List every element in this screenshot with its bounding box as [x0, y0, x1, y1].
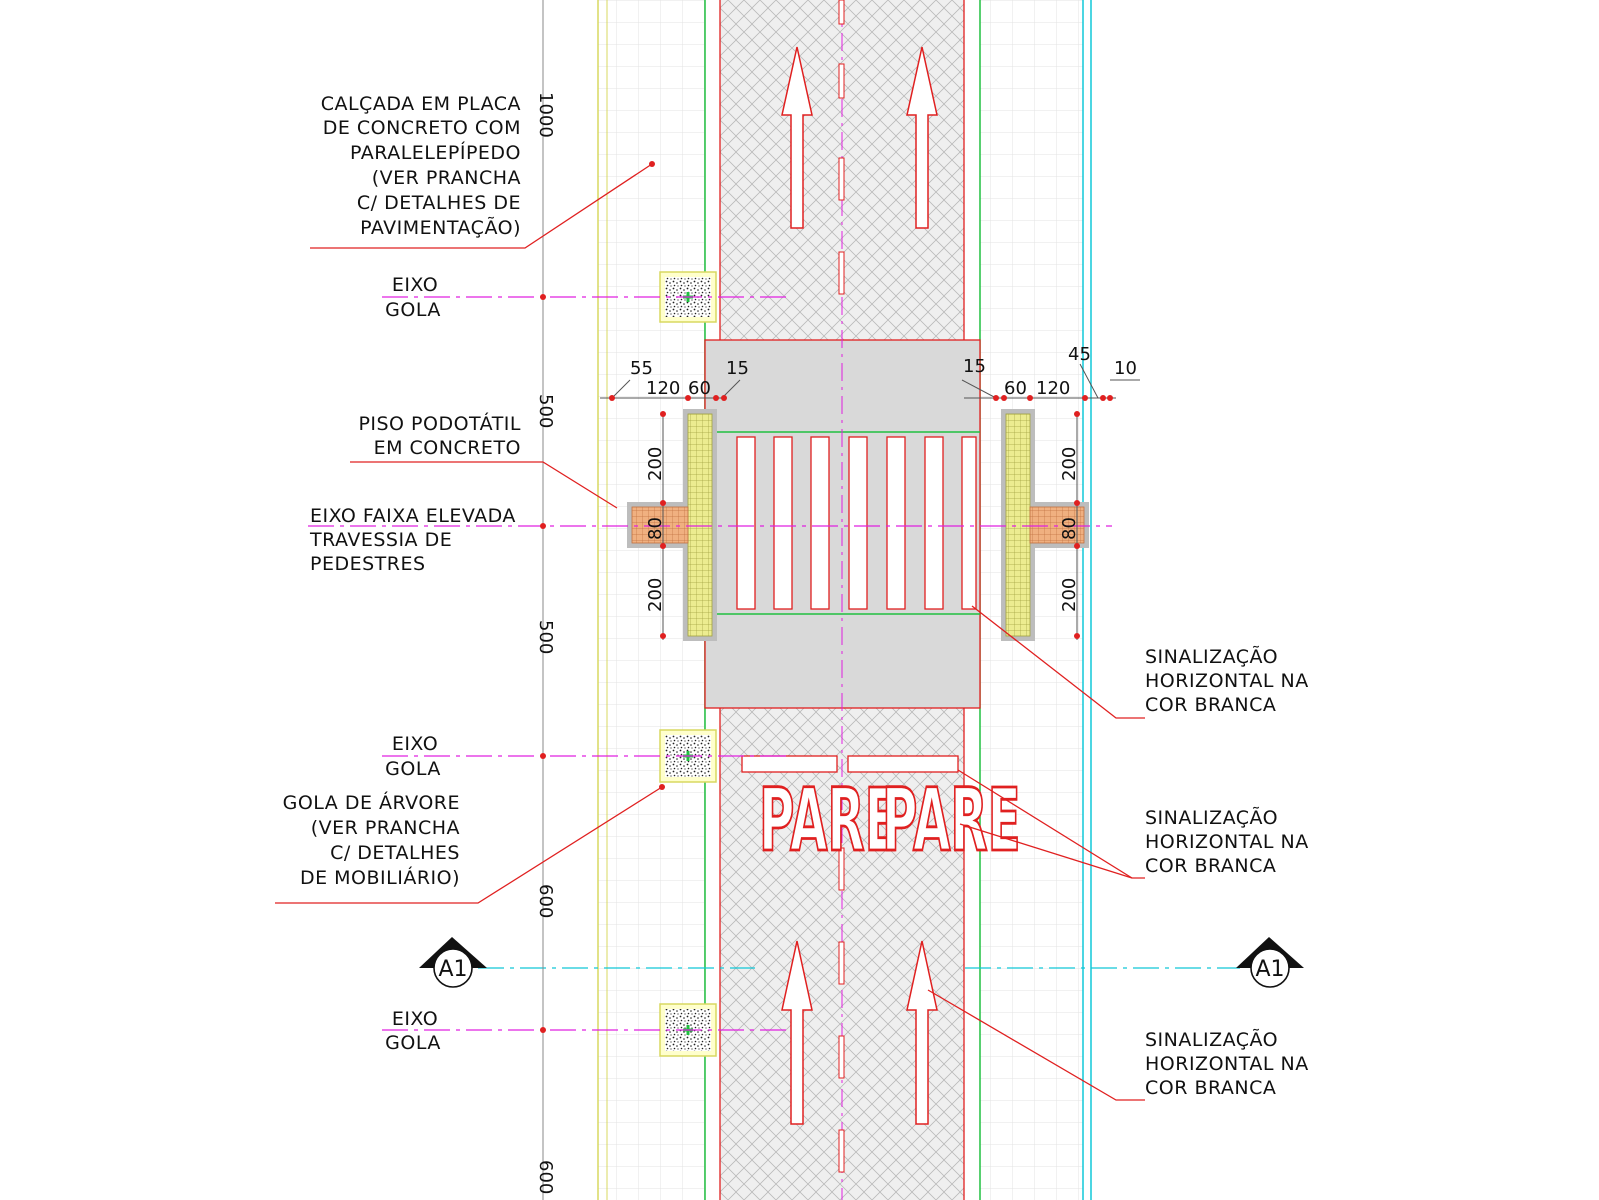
- label-sinalizacao-2-line-3: COR BRANCA: [1145, 855, 1276, 877]
- dim-vertical-3: 500: [535, 620, 556, 654]
- dim-left-120: 120: [646, 378, 680, 399]
- label-gola-arvore-line-3: C/ DETALHES: [330, 842, 460, 864]
- label-gola-2: GOLA: [385, 758, 441, 780]
- label-eixo-faixa-line-1: EIXO FAIXA ELEVADA: [310, 505, 516, 527]
- label-eixo-2: EIXO: [392, 733, 438, 755]
- label-gola-arvore-line-4: DE MOBILIÁRIO): [300, 866, 460, 889]
- dim-right-120: 120: [1036, 378, 1070, 399]
- label-eixo-faixa-line-3: PEDESTRES: [310, 553, 426, 575]
- label-sinalizacao-2-line-2: HORIZONTAL NA: [1145, 831, 1309, 853]
- label-piso-line-1: PISO PODOTÁTIL: [358, 412, 521, 435]
- dim-left-55: 55: [630, 358, 653, 379]
- dim-right-60: 60: [1004, 378, 1027, 399]
- label-gola-3: GOLA: [385, 1032, 441, 1054]
- pare-marking-left: PARE: [759, 770, 898, 871]
- label-sinalizacao-3-line-2: HORIZONTAL NA: [1145, 1053, 1309, 1075]
- label-sinalizacao-1-line-1: SINALIZAÇÃO: [1145, 645, 1278, 668]
- axis-lines: [308, 296, 1240, 1031]
- dim-tactile-left-bottom: 200: [645, 578, 666, 612]
- dim-tactile-left-mid: 80: [645, 517, 666, 540]
- road-centerline: [838, 0, 845, 1200]
- label-gola-arvore-line-1: GOLA DE ÁRVORE: [283, 791, 460, 814]
- dim-left-15: 15: [726, 358, 749, 379]
- label-sinalizacao-3-line-3: COR BRANCA: [1145, 1077, 1276, 1099]
- tactile-paving-left: [627, 409, 717, 641]
- tactile-dim-lines: [660, 411, 1080, 640]
- label-eixo-1: EIXO: [392, 274, 438, 296]
- label-piso-line-2: EM CONCRETO: [374, 437, 521, 459]
- label-gola-arvore-line-2: (VER PRANCHA: [311, 817, 460, 839]
- direction-arrows: [781, 46, 938, 1125]
- label-sinalizacao-1-line-2: HORIZONTAL NA: [1145, 670, 1309, 692]
- dim-tactile-right-bottom: 200: [1059, 578, 1080, 612]
- label-calcada: CALÇADA EM PLACA DE CONCRETO COM PARALEL…: [321, 93, 521, 239]
- sidewalk-right: [979, 0, 1092, 1200]
- dim-right-10: 10: [1114, 358, 1137, 379]
- label-calcada-line-1: CALÇADA EM PLACA: [321, 93, 521, 115]
- dim-vertical-4: 600: [535, 884, 556, 918]
- label-sinalizacao-2-line-1: SINALIZAÇÃO: [1145, 806, 1278, 829]
- label-sinalizacao-3-line-1: SINALIZAÇÃO: [1145, 1028, 1278, 1051]
- dim-tactile-left-top: 200: [645, 447, 666, 481]
- dim-vertical-1: 1000: [535, 92, 556, 138]
- dim-vertical-5: 600: [535, 1160, 556, 1194]
- dim-tactile-right-top: 200: [1059, 447, 1080, 481]
- label-calcada-line-2: DE CONCRETO COM: [323, 117, 521, 139]
- dim-right-45: 45: [1068, 344, 1091, 365]
- section-marker-left: A1: [419, 937, 487, 988]
- section-marker-right: A1: [1236, 937, 1304, 988]
- dimension-chain-right: [961, 363, 1140, 401]
- section-label-right: A1: [1255, 957, 1284, 982]
- label-calcada-line-5: C/ DETALHES DE: [357, 192, 521, 214]
- pare-marking-right: PARE: [882, 770, 1021, 871]
- label-eixo-3: EIXO: [392, 1008, 438, 1030]
- label-calcada-line-6: PAVIMENTAÇÃO): [360, 216, 521, 239]
- zebra-stripes: [736, 436, 977, 610]
- leader-lines: [275, 163, 1145, 1101]
- dim-tactile-right-mid: 80: [1059, 517, 1080, 540]
- label-gola-1: GOLA: [385, 299, 441, 321]
- vertical-dimension-line: [540, 0, 546, 1200]
- dim-left-60: 60: [688, 378, 711, 399]
- tactile-paving-right: [1001, 409, 1089, 641]
- dim-right-15: 15: [963, 356, 986, 377]
- section-label-left: A1: [438, 957, 467, 982]
- dim-vertical-2: 500: [535, 394, 556, 428]
- label-sinalizacao-1-line-3: COR BRANCA: [1145, 694, 1276, 716]
- stop-line: [741, 755, 959, 773]
- dimension-chain-left: [600, 379, 741, 401]
- label-calcada-line-3: PARALELEPÍPEDO: [350, 141, 521, 164]
- label-calcada-line-4: (VER PRANCHA: [372, 167, 521, 189]
- label-eixo-faixa-line-2: TRAVESSIA DE: [309, 529, 452, 551]
